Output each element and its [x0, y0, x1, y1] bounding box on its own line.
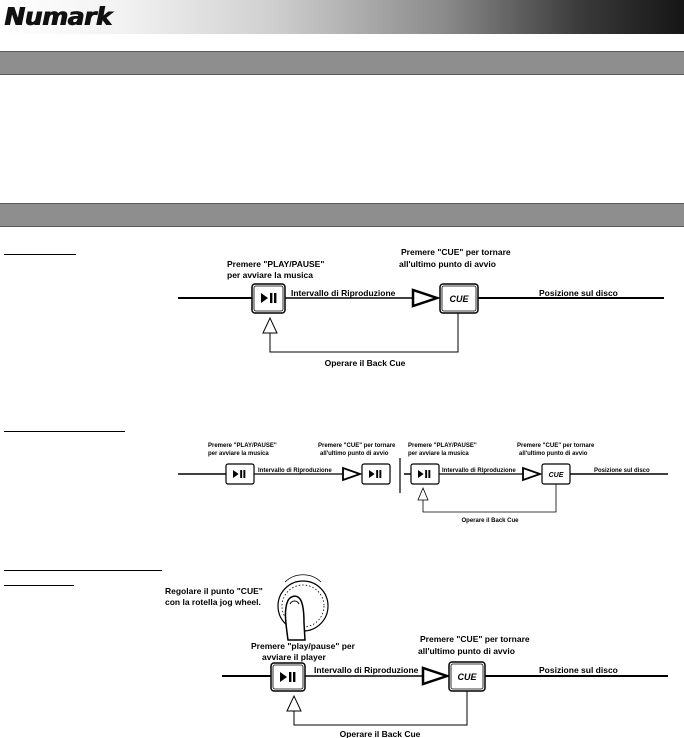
play-pause-button[interactable] — [252, 284, 285, 313]
interval-label: Intervallo di Riproduzione — [314, 665, 419, 675]
cue-label-line2: all'ultimo punto di avvio — [399, 259, 496, 269]
arrow-up-icon — [263, 318, 277, 333]
interval-label: Intervallo di Riproduzione — [291, 288, 396, 298]
position-label: Posizione sul disco — [594, 468, 650, 474]
play-label-line1-b: Premere "PLAY/PAUSE" — [408, 443, 477, 449]
play-pause-button[interactable] — [226, 464, 254, 484]
cue-button-label: CUE — [549, 472, 564, 479]
play-label-line2-b: per avviare la musica — [408, 451, 469, 457]
arrow-up-icon — [418, 488, 428, 500]
arrow-up-icon — [287, 696, 301, 711]
position-label: Posizione sul disco — [539, 288, 618, 298]
back-cue-label: Operare il Back Cue — [461, 518, 519, 524]
interval-label: Intervallo di Riproduzione — [258, 468, 332, 474]
position-label: Posizione sul disco — [539, 665, 618, 675]
play-pause-button[interactable] — [271, 663, 305, 691]
cue-label-line1-b: Premere "CUE" per tornare — [517, 443, 595, 449]
cue-button-label: CUE — [457, 672, 477, 682]
diagram-jog-cue: Regolare il punto "CUE" con la rotella j… — [165, 575, 668, 738]
cue-label-line2-b: all'ultimo punto di avvio — [519, 451, 588, 457]
play-label-line2: per avviare la musica — [227, 270, 313, 280]
play-label-line1: Premere "PLAY/PAUSE" — [227, 259, 324, 269]
cue-button[interactable]: CUE — [542, 464, 570, 484]
cue-label-line1: Premere "CUE" per tornare — [401, 247, 511, 257]
interval-label-b: Intervallo di Riproduzione — [442, 468, 516, 474]
jog-label-line1: Regolare il punto "CUE" — [165, 586, 263, 596]
play-label-line2: avviare il player — [262, 652, 326, 662]
arrow-right-icon — [343, 468, 360, 480]
jog-wheel-icon — [278, 575, 328, 640]
diagram-stutter-cue: Premere "PLAY/PAUSE" per avviare la musi… — [178, 443, 668, 524]
play-label-line2: per avviare la musica — [208, 451, 269, 457]
cue-label-line2: all'ultimo punto di avvio — [320, 451, 389, 457]
play-pause-button-2[interactable] — [362, 464, 390, 484]
cue-label-line1: Premere "CUE" per tornare — [420, 634, 530, 644]
play-label-line1: Premere "play/pause" per — [251, 641, 356, 651]
play-label-line1: Premere "PLAY/PAUSE" — [208, 443, 277, 449]
cue-button[interactable]: CUE — [440, 284, 478, 313]
arrow-right-icon — [413, 290, 437, 306]
arrow-right-icon — [523, 468, 540, 480]
diagram-standard-cue: Premere "PLAY/PAUSE" per avviare la musi… — [178, 247, 664, 368]
cue-label-line2: all'ultimo punto di avvio — [418, 646, 515, 656]
cue-button[interactable]: CUE — [449, 662, 485, 691]
cue-label-line1: Premere "CUE" per tornare — [318, 443, 396, 449]
back-cue-label: Operare il Back Cue — [325, 358, 406, 368]
jog-label-line2: con la rotella jog wheel. — [165, 597, 261, 607]
arrow-right-icon — [423, 668, 447, 684]
play-pause-button-3[interactable] — [411, 464, 439, 484]
cue-button-label: CUE — [449, 294, 469, 304]
back-cue-label: Operare il Back Cue — [340, 729, 421, 738]
